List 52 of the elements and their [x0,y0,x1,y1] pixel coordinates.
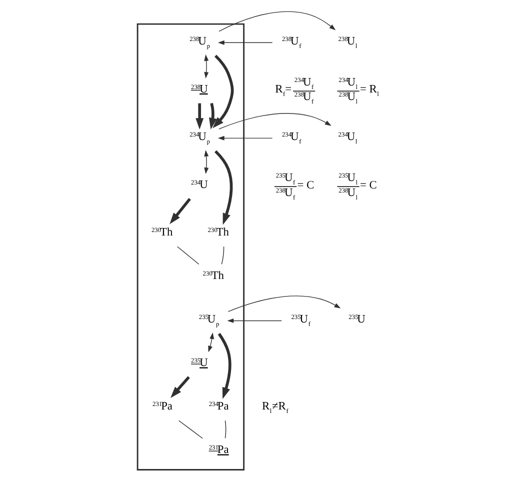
connector [220,246,224,265]
label: $^{234}$U$_{l}$ [338,131,357,146]
label: $^{238}$U$_{f}$ [294,91,314,106]
label: $^{238}$U$_{l}$ [338,186,358,202]
label: = R$_{l}$ [360,83,378,98]
node-text: $^{238}$U$_{l}$ [338,36,357,50]
cluster [136,23,244,470]
arrow [217,40,272,45]
node-text: $^{234}$U$_{f}$ [281,131,301,146]
label: R$_{f}$= [274,83,292,98]
arrow [208,332,214,352]
node-text: $^{238}$U$_{p}$ [189,36,210,50]
connector [178,420,202,439]
arrow [212,54,234,128]
node-text: $^{234}$U$_{l}$ [338,76,358,91]
label: $^{238}$U$_{f}$ [275,186,295,202]
arrow [204,54,208,78]
connector [224,420,226,439]
arrow [170,376,190,398]
arrow [208,102,216,130]
arrow [218,113,331,130]
arrow [226,318,282,323]
arrow [204,150,208,174]
node-text: $^{235}$U$_{p}$ [198,314,219,328]
arrow [217,332,231,399]
node-text: $^{230}$Th [207,226,229,239]
node-text: $^{234}$U [190,178,208,191]
label: $^{235}$U$_{l}$ [338,172,358,186]
label: $^{238}$U$_{l}$ [338,91,358,106]
node-text: $^{235}$U$_{f}$ [290,314,310,328]
node-text: $^{234}$U$_{p}$ [189,131,210,146]
label: R$_{l}$≠R$_{f}$ [261,400,288,416]
arrow [214,150,232,225]
label: $^{235}$U$_{f}$ [275,172,295,186]
arrow [195,103,204,130]
label: = C [296,180,314,192]
node-text: $^{231}$Pa [152,400,172,413]
connector [176,246,199,265]
node-text: $^{238}$U [190,83,208,96]
arrow [217,136,272,140]
node-text: $^{238}$U$_{f}$ [281,36,301,50]
node-text: $^{230}$Th [202,270,224,282]
node-text: $^{235}$U [348,314,365,326]
arrow [218,11,336,32]
arrow [227,296,340,312]
node-text: $^{234}$Pa [208,400,228,413]
arrow [169,198,190,224]
node-text: $^{230}$Th [150,226,172,239]
node-text: $^{235}$U [190,357,208,370]
label: = C [360,180,376,192]
node-text: $^{231}$Pa [208,444,228,456]
label: $^{234}$U$_{f}$ [294,76,314,91]
